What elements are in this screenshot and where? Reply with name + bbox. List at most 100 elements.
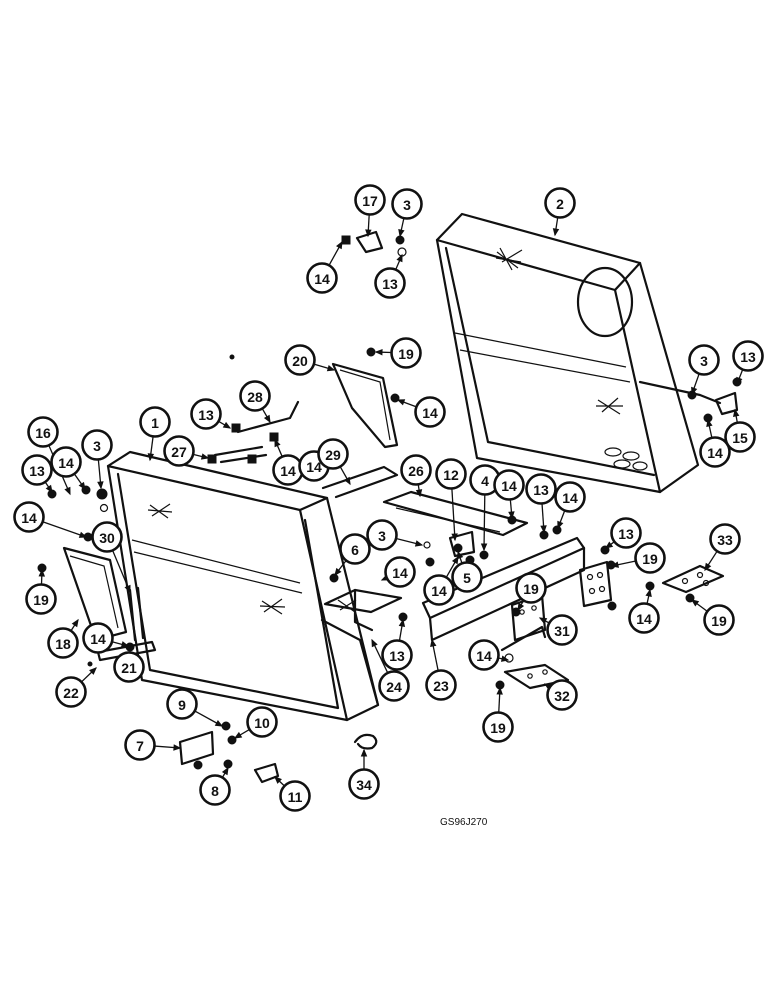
part-rails bbox=[321, 465, 529, 632]
leader-arrow-12 bbox=[451, 533, 458, 542]
callout-14: 14 bbox=[50, 446, 82, 478]
leader-arrow-14 bbox=[508, 511, 515, 520]
leader-line-14 bbox=[42, 521, 87, 538]
callout-label: 14 bbox=[422, 405, 438, 421]
callout-circle bbox=[239, 380, 271, 412]
leader-arrow-13 bbox=[398, 618, 406, 627]
callout-label: 1 bbox=[151, 415, 159, 431]
callout-16: 16 bbox=[27, 416, 59, 448]
part-long-rail bbox=[421, 536, 586, 642]
callout-19: 19 bbox=[390, 337, 422, 369]
leader-arrow-14 bbox=[274, 438, 281, 448]
leader-arrow-31 bbox=[538, 617, 548, 624]
leader-arrow-23 bbox=[430, 638, 437, 648]
callout-circle bbox=[610, 517, 642, 549]
callout-label: 14 bbox=[707, 445, 723, 461]
callout-circle bbox=[306, 262, 338, 294]
callout-circle bbox=[634, 542, 666, 574]
callout-circle bbox=[451, 561, 483, 593]
callout-label: 3 bbox=[700, 353, 708, 369]
leader-arrow-14 bbox=[557, 520, 564, 530]
callout-5: 5 bbox=[451, 561, 483, 593]
callout-circle bbox=[482, 711, 514, 743]
callout-circle bbox=[124, 729, 156, 761]
callout-14: 14 bbox=[13, 501, 45, 533]
callout-label: 11 bbox=[288, 789, 303, 805]
leader-arrow-15 bbox=[732, 408, 740, 417]
callout-label: 14 bbox=[392, 565, 408, 581]
callout-6: 6 bbox=[339, 533, 371, 565]
leader-line-12 bbox=[451, 488, 456, 541]
callout-13: 13 bbox=[21, 454, 53, 486]
leader-arrow-3 bbox=[691, 386, 698, 396]
callout-label: 13 bbox=[198, 407, 214, 423]
callout-19: 19 bbox=[703, 604, 735, 636]
callout-label: 30 bbox=[99, 530, 115, 546]
callout-10: 10 bbox=[246, 706, 278, 738]
callout-circle bbox=[435, 458, 467, 490]
callout-label: 14 bbox=[314, 271, 330, 287]
callout-circle bbox=[544, 187, 576, 219]
callout-19: 19 bbox=[25, 583, 57, 615]
callout-label: 15 bbox=[732, 430, 748, 446]
callout-circle bbox=[724, 421, 756, 453]
callout-circle bbox=[139, 406, 171, 438]
callout-circle bbox=[390, 337, 422, 369]
leader-arrow-14 bbox=[706, 418, 713, 428]
callout-label: 6 bbox=[351, 542, 359, 558]
callout-14: 14 bbox=[82, 622, 114, 654]
callout-label: 9 bbox=[178, 697, 186, 713]
leader-arrow-33 bbox=[704, 562, 712, 572]
leader-arrow-13 bbox=[222, 421, 232, 429]
callout-label: 19 bbox=[398, 346, 414, 362]
callout-8: 8 bbox=[199, 774, 231, 806]
callout-circle bbox=[190, 398, 222, 430]
leader-arrow-14 bbox=[78, 531, 88, 538]
callout-14: 14 bbox=[423, 574, 455, 606]
leader-arrow-34 bbox=[360, 748, 368, 757]
callout-circle bbox=[354, 184, 386, 216]
callout-19: 19 bbox=[634, 542, 666, 574]
callout-label: 19 bbox=[490, 720, 506, 736]
callout-circle bbox=[25, 583, 57, 615]
callout-circle bbox=[279, 780, 311, 812]
callout-label: 29 bbox=[325, 447, 341, 463]
callout-label: 13 bbox=[740, 349, 756, 365]
callout-label: 27 bbox=[171, 444, 187, 460]
callout-circle bbox=[400, 454, 432, 486]
callout-13: 13 bbox=[525, 473, 557, 505]
callout-19: 19 bbox=[515, 572, 547, 604]
callout-label: 14 bbox=[636, 611, 652, 627]
callout-18: 18 bbox=[47, 627, 79, 659]
callout-28: 28 bbox=[239, 380, 271, 412]
leader-arrow-29 bbox=[343, 476, 351, 486]
leader-arrow-26 bbox=[415, 489, 423, 498]
leader-line-4 bbox=[483, 494, 486, 551]
leader-arrow-1 bbox=[147, 453, 155, 462]
callout-13: 13 bbox=[610, 517, 642, 549]
callout-14: 14 bbox=[384, 556, 416, 588]
callout-label: 33 bbox=[717, 532, 733, 548]
callout-1: 1 bbox=[139, 406, 171, 438]
callout-24: 24 bbox=[378, 670, 410, 702]
callout-label: 17 bbox=[362, 193, 378, 209]
callout-label: 19 bbox=[33, 592, 49, 608]
callout-13: 13 bbox=[381, 639, 413, 671]
callout-balloons: 1233334567891011121313131313131314141414… bbox=[13, 184, 764, 812]
callout-label: 14 bbox=[58, 455, 74, 471]
leader-arrow-10 bbox=[233, 731, 243, 739]
callout-label: 24 bbox=[386, 679, 402, 695]
callout-circle bbox=[50, 446, 82, 478]
leader-arrow-18 bbox=[71, 618, 79, 628]
leader-arrow-13 bbox=[604, 541, 614, 549]
callout-circle bbox=[13, 501, 45, 533]
leader-arrow-30 bbox=[124, 584, 131, 594]
callout-3: 3 bbox=[391, 188, 423, 220]
leader-arrow-19 bbox=[610, 561, 620, 568]
leader-arrow-19 bbox=[690, 599, 700, 607]
callout-label: 23 bbox=[433, 678, 449, 694]
callout-circle bbox=[468, 639, 500, 671]
leader-arrow-3 bbox=[97, 481, 104, 490]
callout-label: 14 bbox=[90, 631, 106, 647]
callout-label: 2 bbox=[556, 196, 564, 212]
